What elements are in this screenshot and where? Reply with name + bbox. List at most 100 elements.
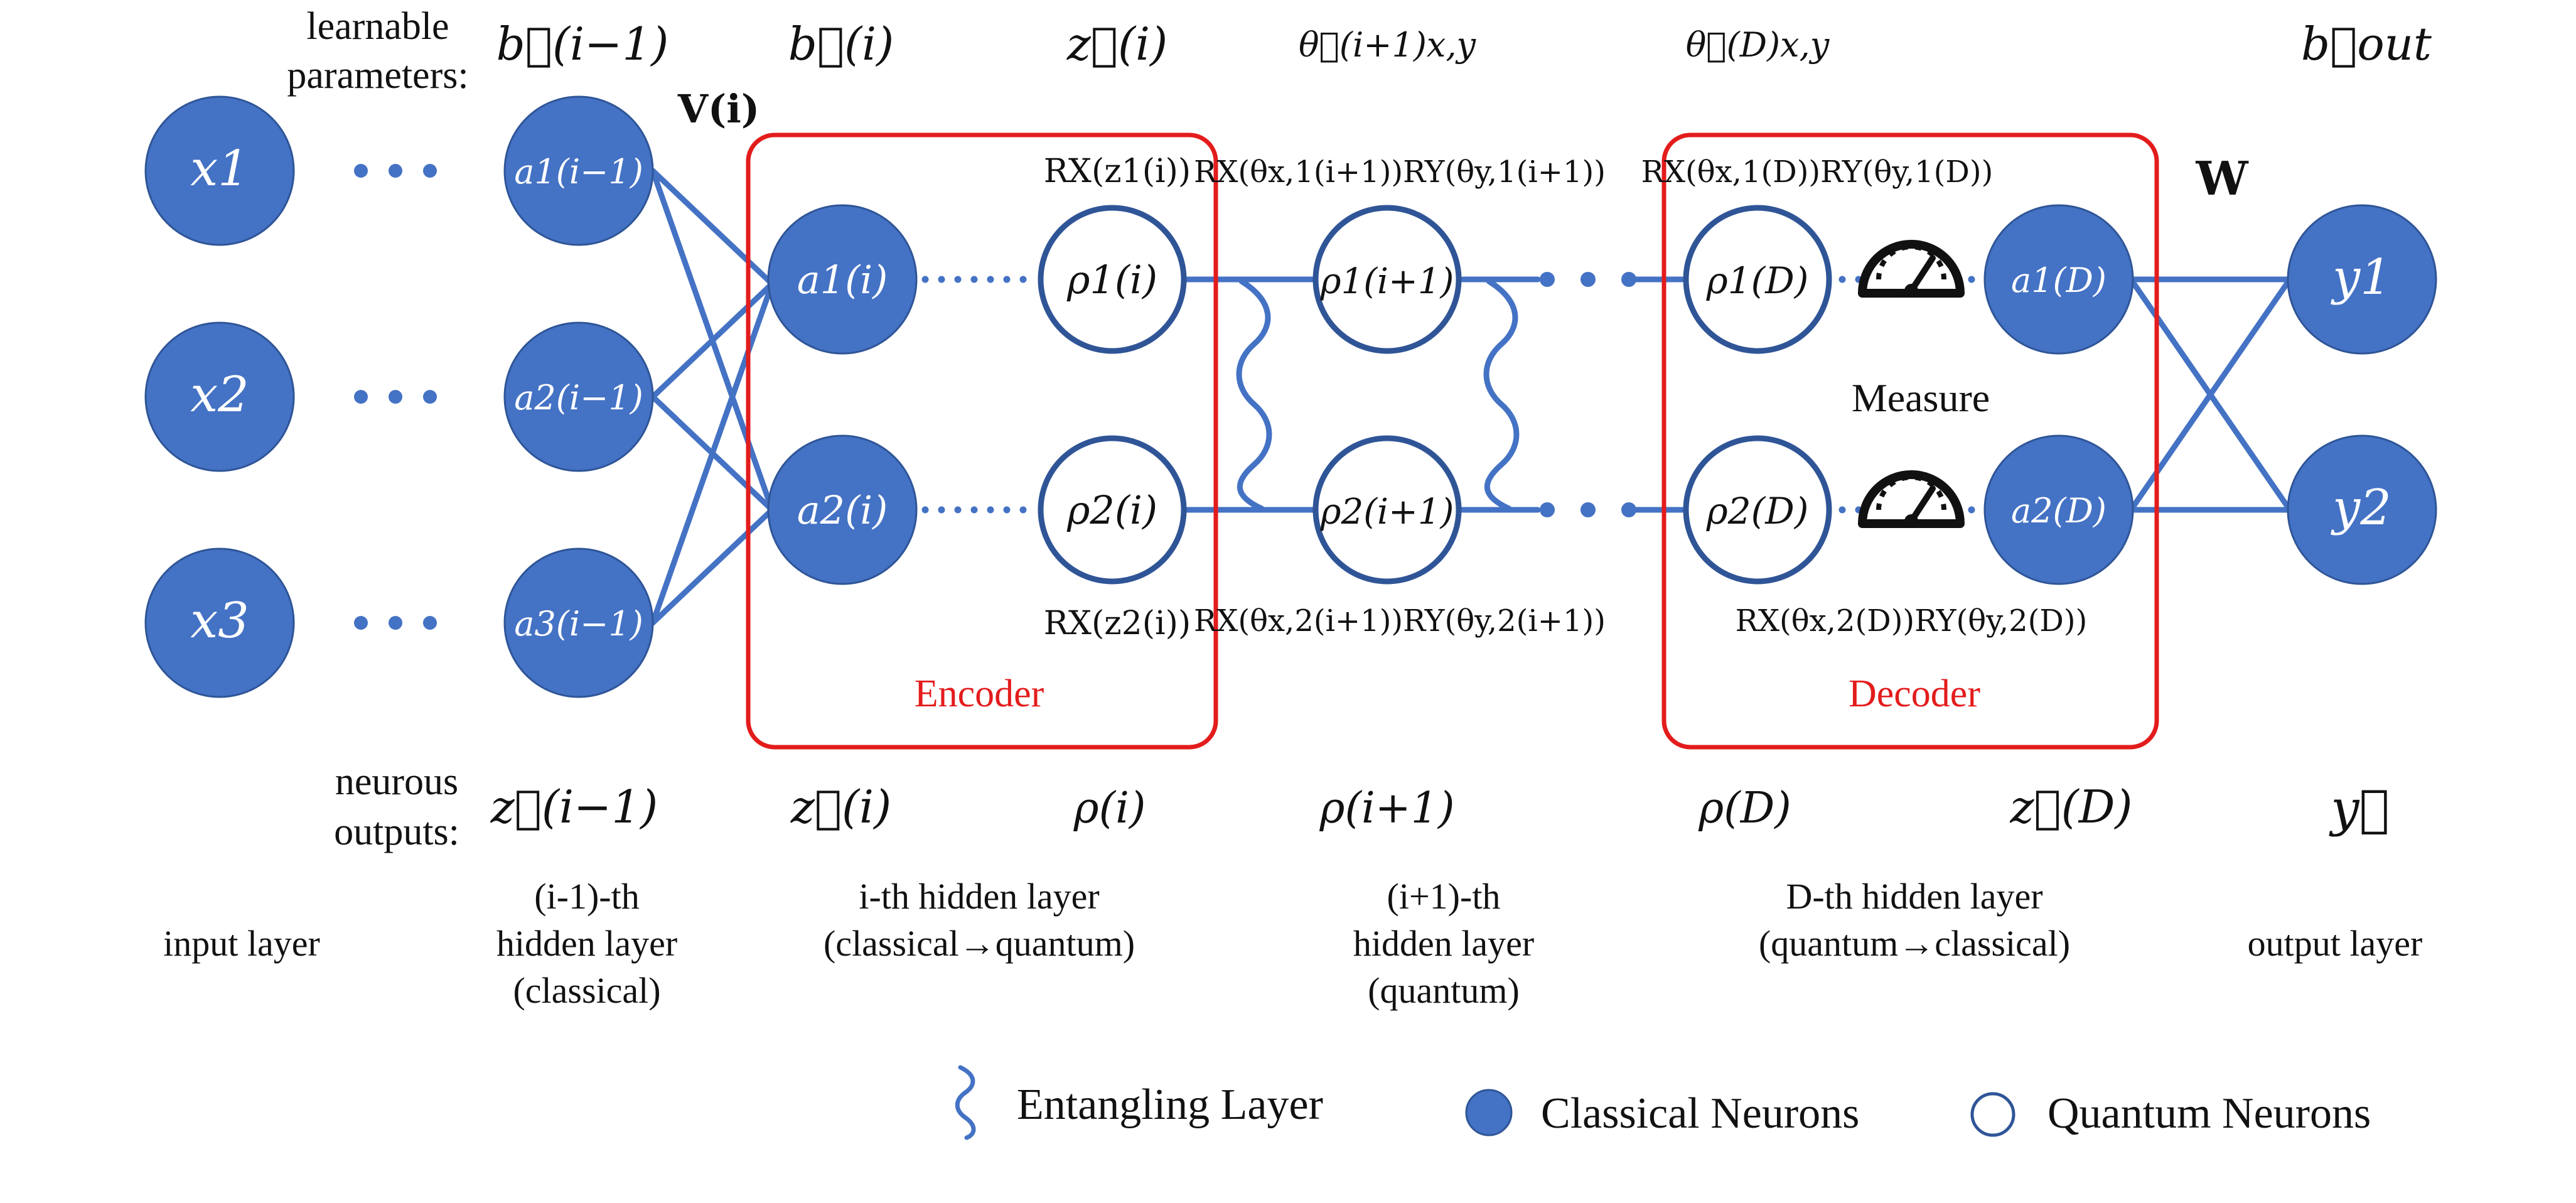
qneuron-rho-D-1	[1683, 205, 1832, 354]
layer-next-3: (quantum)	[1368, 970, 1520, 1011]
legend-quantum-icon	[1970, 1092, 2015, 1137]
gate-labels: RX(z1(i)) RX(z2(i)) RX(θx,1(i+1))RY(θy,1…	[1044, 153, 2088, 642]
neuron-a-i-2	[767, 434, 918, 585]
header-labels: learnable parameters: neurous outputs:	[287, 5, 468, 853]
param-b-prev: b⃗(i−1)	[496, 18, 669, 70]
output-z-prev: z⃗(i−1)	[490, 780, 658, 833]
legend: Entangling Layer Classical Neurons Quant…	[955, 1065, 2371, 1140]
label-a-prev-2: a2(i−1)	[514, 378, 643, 418]
ellipsis-x1	[354, 164, 368, 178]
output-z-i: z⃗(i)	[790, 780, 891, 833]
ellipsis-q1	[1540, 272, 1555, 287]
qneuron-rho-next-1	[1312, 205, 1462, 354]
label-rho-next-1: ρ1(i+1)	[1320, 261, 1454, 302]
entangling-layer-1	[1236, 278, 1272, 512]
layer-next-2: hidden layer	[1353, 923, 1534, 964]
layer-prev-3: (classical)	[513, 970, 660, 1011]
parameter-labels: b⃗(i−1) V(i) b⃗(i) z⃗(i) θ⃗(i+1)x,y θ⃗(D…	[496, 18, 2432, 206]
gate-rxry-next-2: RX(θx,2(i+1))RY(θy,2(i+1))	[1194, 603, 1606, 639]
box-labels: Encoder Decoder Measure	[915, 375, 1990, 715]
label-a-i-1: a1(i)	[797, 257, 888, 303]
neurous-label-line2: outputs:	[334, 811, 459, 853]
edge-aprev1-ai1	[650, 168, 775, 287]
qneuron-rho-D-2	[1683, 435, 1832, 585]
classical-neurons	[144, 95, 2437, 698]
layer-input: input layer	[163, 923, 320, 964]
decoder-box	[1661, 132, 2159, 750]
edges	[650, 168, 2293, 626]
ellipsis-x3	[389, 616, 402, 630]
encoder-label: Encoder	[915, 672, 1044, 715]
legend-classical-icon	[1465, 1089, 1513, 1136]
output-rho-next: ρ(i+1)	[1319, 784, 1454, 833]
layer-names: input layer (i-1)-th hidden layer (class…	[163, 876, 2422, 1011]
qneuron-rho-i-1	[1038, 205, 1187, 354]
neuron-a-prev-1	[503, 95, 654, 246]
gate-rxry-D-2: RX(θx,2(D))RY(θy,2(D))	[1736, 603, 2088, 639]
ellipsis-x2	[354, 390, 368, 404]
measure-meter-icon-1	[1858, 240, 1965, 298]
label-a-prev-3: a3(i−1)	[514, 604, 643, 644]
output-z-D: z⃗(D)	[2009, 780, 2132, 833]
label-rho-i-1: ρ1(i)	[1066, 257, 1157, 303]
param-theta-next: θ⃗(i+1)x,y	[1299, 25, 1477, 65]
edge-aprev3-ai1	[650, 281, 775, 626]
param-w: W	[2195, 152, 2248, 206]
ellipsis-q2	[1621, 502, 1636, 517]
edge-aprev3-ai2	[650, 507, 775, 626]
ellipsis-q2	[1580, 502, 1596, 517]
output-rho-D: ρ(D)	[1698, 784, 1791, 833]
neuron-y1	[2287, 204, 2437, 355]
gate-rxry-D-1: RX(θx,1(D))RY(θy,1(D))	[1641, 154, 1994, 190]
layer-prev-2: hidden layer	[496, 923, 677, 964]
label-x3: x3	[190, 593, 249, 649]
neuron-a-prev-3	[503, 548, 654, 698]
legend-quantum-label: Quantum Neurons	[2047, 1089, 2371, 1138]
measure-label: Measure	[1852, 375, 1990, 420]
label-a-i-2: a2(i)	[797, 487, 888, 533]
ellipsis-q1	[1621, 272, 1636, 287]
output-labels: z⃗(i−1) z⃗(i) ρ(i) ρ(i+1) ρ(D) z⃗(D) y⃗	[490, 779, 2390, 838]
encoder-box	[746, 132, 1218, 750]
dotted-connectors	[921, 276, 1987, 514]
measure-meter-icon-2	[1858, 470, 1965, 528]
label-rho-next-2: ρ2(i+1)	[1320, 492, 1454, 532]
legend-entangling-label: Entangling Layer	[1017, 1081, 1323, 1129]
ellipsis-x1	[423, 164, 437, 178]
qneuron-rho-next-2	[1312, 435, 1462, 585]
label-a-D-2: a2(D)	[2011, 491, 2106, 531]
param-v-i: V(i)	[677, 86, 759, 132]
neuron-x1	[144, 95, 295, 246]
label-rho-D-1: ρ1(D)	[1706, 259, 1809, 302]
label-y1: y1	[2331, 249, 2391, 306]
layer-ith-2: (classical→quantum)	[824, 923, 1135, 964]
neurous-label-line1: neurous	[335, 760, 458, 803]
ellipsis-x3	[354, 616, 368, 630]
layer-output: output layer	[2248, 923, 2423, 964]
label-rho-i-2: ρ2(i)	[1066, 487, 1157, 533]
neuron-y2	[2287, 434, 2437, 585]
neuron-x3	[144, 548, 295, 698]
param-z-i: z⃗(i)	[1066, 18, 1167, 70]
output-rho-i: ρ(i)	[1073, 784, 1146, 833]
legend-entangling-icon	[955, 1065, 976, 1140]
ellipsis-dots	[354, 164, 1636, 630]
neuron-a-D-1	[1983, 204, 2134, 355]
param-b-i: b⃗(i)	[788, 18, 894, 70]
entangling-waves	[1236, 278, 1520, 512]
gate-rx-z2: RX(z2(i))	[1044, 605, 1191, 642]
label-x2: x2	[190, 367, 249, 423]
quantum-neurons	[1038, 205, 1832, 585]
legend-classical-label: Classical Neurons	[1541, 1089, 1859, 1138]
entangling-layer-2	[1483, 278, 1520, 512]
gate-rx-z1: RX(z1(i))	[1044, 153, 1191, 190]
learnable-label-line2: parameters:	[287, 54, 468, 97]
layer-ith-1: i-th hidden layer	[859, 876, 1099, 917]
label-rho-D-2: ρ2(D)	[1706, 490, 1809, 532]
output-y: y⃗	[2329, 779, 2389, 838]
param-b-out: b⃗out	[2301, 18, 2432, 70]
layer-dth-2: (quantum→classical)	[1759, 923, 2070, 964]
neuron-a-prev-2	[503, 321, 654, 472]
layer-prev-1: (i-1)-th	[534, 876, 640, 917]
